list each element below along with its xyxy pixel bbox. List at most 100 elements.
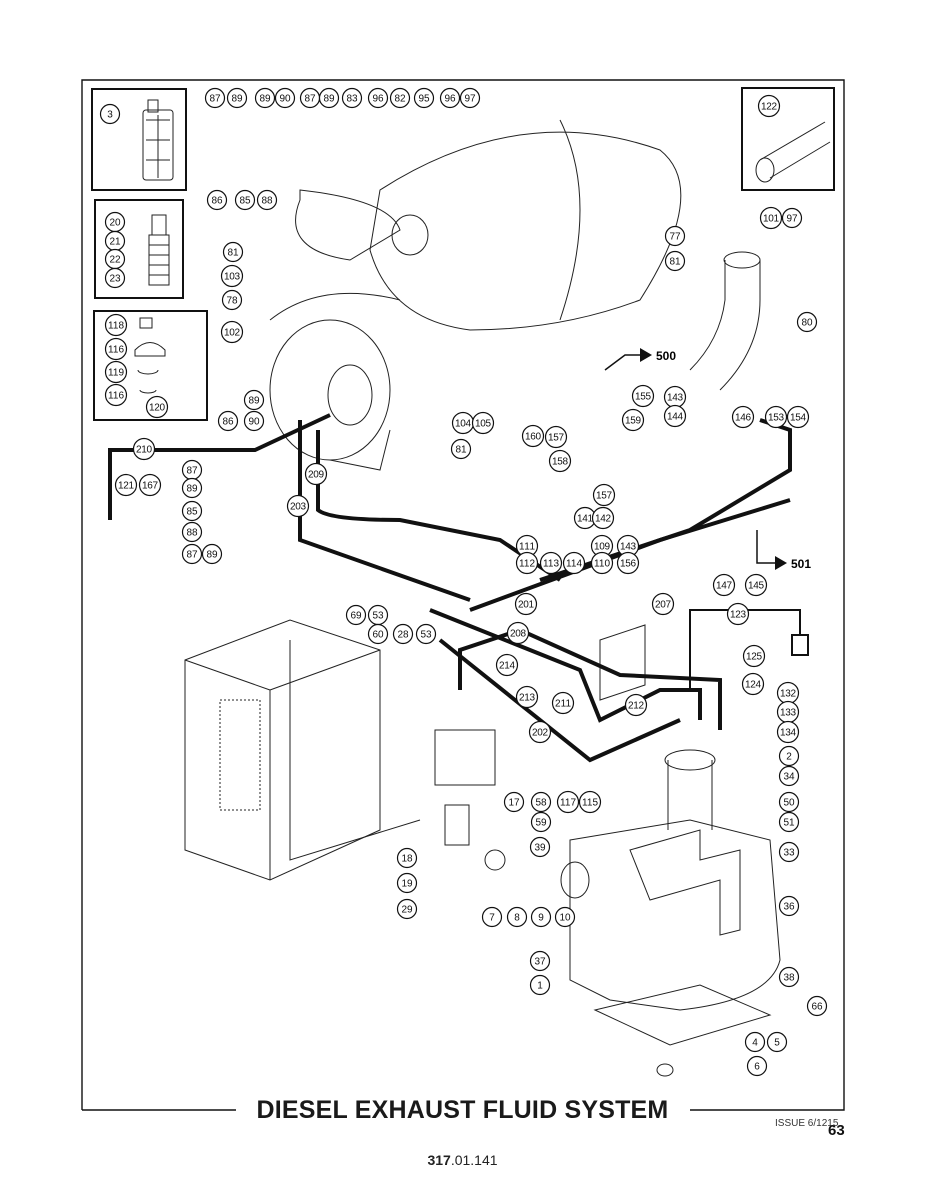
callout-label: 86 [211, 196, 223, 207]
callout-circle [234, 189, 256, 211]
callout-5: 5 [766, 1031, 788, 1053]
callout-label: 89 [248, 396, 260, 407]
callout-circle [204, 87, 226, 109]
callout-label: 112 [519, 559, 535, 570]
callout-201: 201 [514, 592, 538, 616]
callout-circle [530, 811, 552, 833]
callout-label: 85 [239, 196, 251, 207]
document-number-prefix: 317 [427, 1152, 451, 1168]
callout-circle [554, 906, 576, 928]
callout-120: 120 [145, 395, 169, 419]
callout-circle [367, 87, 389, 109]
issue-label: ISSUE 6/1215 [775, 1118, 839, 1129]
callout-104: 104 [451, 411, 475, 435]
callout-label: 19 [401, 879, 413, 890]
callout-circle [592, 483, 616, 507]
callout-circle [495, 653, 519, 677]
callout-88: 88 [181, 521, 203, 543]
callout-circle [778, 765, 800, 787]
callout-label: 10 [559, 913, 571, 924]
callout-89: 89 [181, 477, 203, 499]
callout-209: 209 [304, 462, 328, 486]
callout-label: 51 [783, 818, 795, 829]
callout-label: 160 [525, 432, 541, 443]
callout-label: 120 [149, 403, 165, 414]
callout-121: 121 [114, 473, 138, 497]
callout-label: 22 [109, 255, 121, 266]
callout-circle [621, 408, 645, 432]
callout-circle [578, 790, 602, 814]
inset-box-filter [91, 88, 187, 191]
callout-69: 69 [345, 604, 367, 626]
callout-label: 122 [761, 102, 777, 113]
callout-circle [562, 551, 586, 575]
callout-label: 143 [620, 542, 636, 553]
callout-label: 207 [655, 600, 671, 611]
callout-circle [243, 410, 265, 432]
callout-label: 96 [372, 94, 384, 105]
callout-circle [503, 791, 525, 813]
callout-89: 89 [243, 389, 265, 411]
callout-circle [413, 87, 435, 109]
callout-102: 102 [220, 320, 244, 344]
callout-53: 53 [415, 623, 437, 645]
callout-circle [104, 313, 128, 337]
callout-4: 4 [744, 1031, 766, 1053]
callout-circle [341, 87, 363, 109]
callout-123: 123 [726, 602, 750, 626]
callout-157: 157 [544, 425, 568, 449]
callout-label: 156 [620, 559, 636, 570]
callout-118: 118 [104, 313, 128, 337]
callout-82: 82 [389, 87, 411, 109]
callout-circle [591, 506, 615, 530]
callout-label: 101 [763, 214, 779, 225]
callout-85: 85 [181, 500, 203, 522]
callout-circle [529, 974, 551, 996]
callout-label: 109 [594, 542, 610, 553]
callout-circle [104, 360, 128, 384]
callout-label: 3 [107, 110, 113, 121]
reference-501: 501 [791, 557, 811, 571]
callout-circle [529, 836, 551, 858]
callout-10: 10 [554, 906, 576, 928]
callout-circle [651, 592, 675, 616]
callout-circle [450, 438, 472, 460]
callout-label: 89 [186, 484, 198, 495]
callout-96: 96 [367, 87, 389, 109]
callout-circle [664, 225, 686, 247]
callout-167: 167 [138, 473, 162, 497]
callout-116: 116 [104, 383, 128, 407]
callout-210: 210 [132, 437, 156, 461]
callout-circle [515, 551, 539, 575]
callout-label: 80 [801, 318, 813, 329]
page-title-text: DIESEL EXHAUST FLUID SYSTEM [250, 1096, 675, 1124]
callout-circle [741, 672, 765, 696]
callout-circle [181, 543, 203, 565]
callout-circle [539, 551, 563, 575]
callout-214: 214 [495, 653, 519, 677]
callout-21: 21 [104, 230, 126, 252]
callout-label: 159 [625, 416, 641, 427]
callout-circle [415, 623, 437, 645]
callout-label: 144 [667, 412, 683, 423]
callout-label: 202 [532, 728, 548, 739]
callout-label: 167 [142, 481, 158, 492]
callout-circle [243, 389, 265, 411]
callout-83: 83 [341, 87, 363, 109]
callout-label: 81 [669, 257, 681, 268]
callout-circle [506, 906, 528, 928]
callout-circle [781, 207, 803, 229]
callout-label: 89 [206, 550, 218, 561]
callout-160: 160 [521, 424, 545, 448]
callout-96: 96 [439, 87, 461, 109]
callout-circle [345, 604, 367, 626]
callout-80: 80 [796, 311, 818, 333]
callout-34: 34 [778, 765, 800, 787]
callout-circle [528, 720, 552, 744]
callout-38: 38 [778, 966, 800, 988]
callout-23: 23 [104, 267, 126, 289]
document-number: 317.01.141 [0, 1152, 925, 1168]
callout-circle [256, 189, 278, 211]
callout-circle [459, 87, 481, 109]
callout-label: 60 [372, 630, 384, 641]
